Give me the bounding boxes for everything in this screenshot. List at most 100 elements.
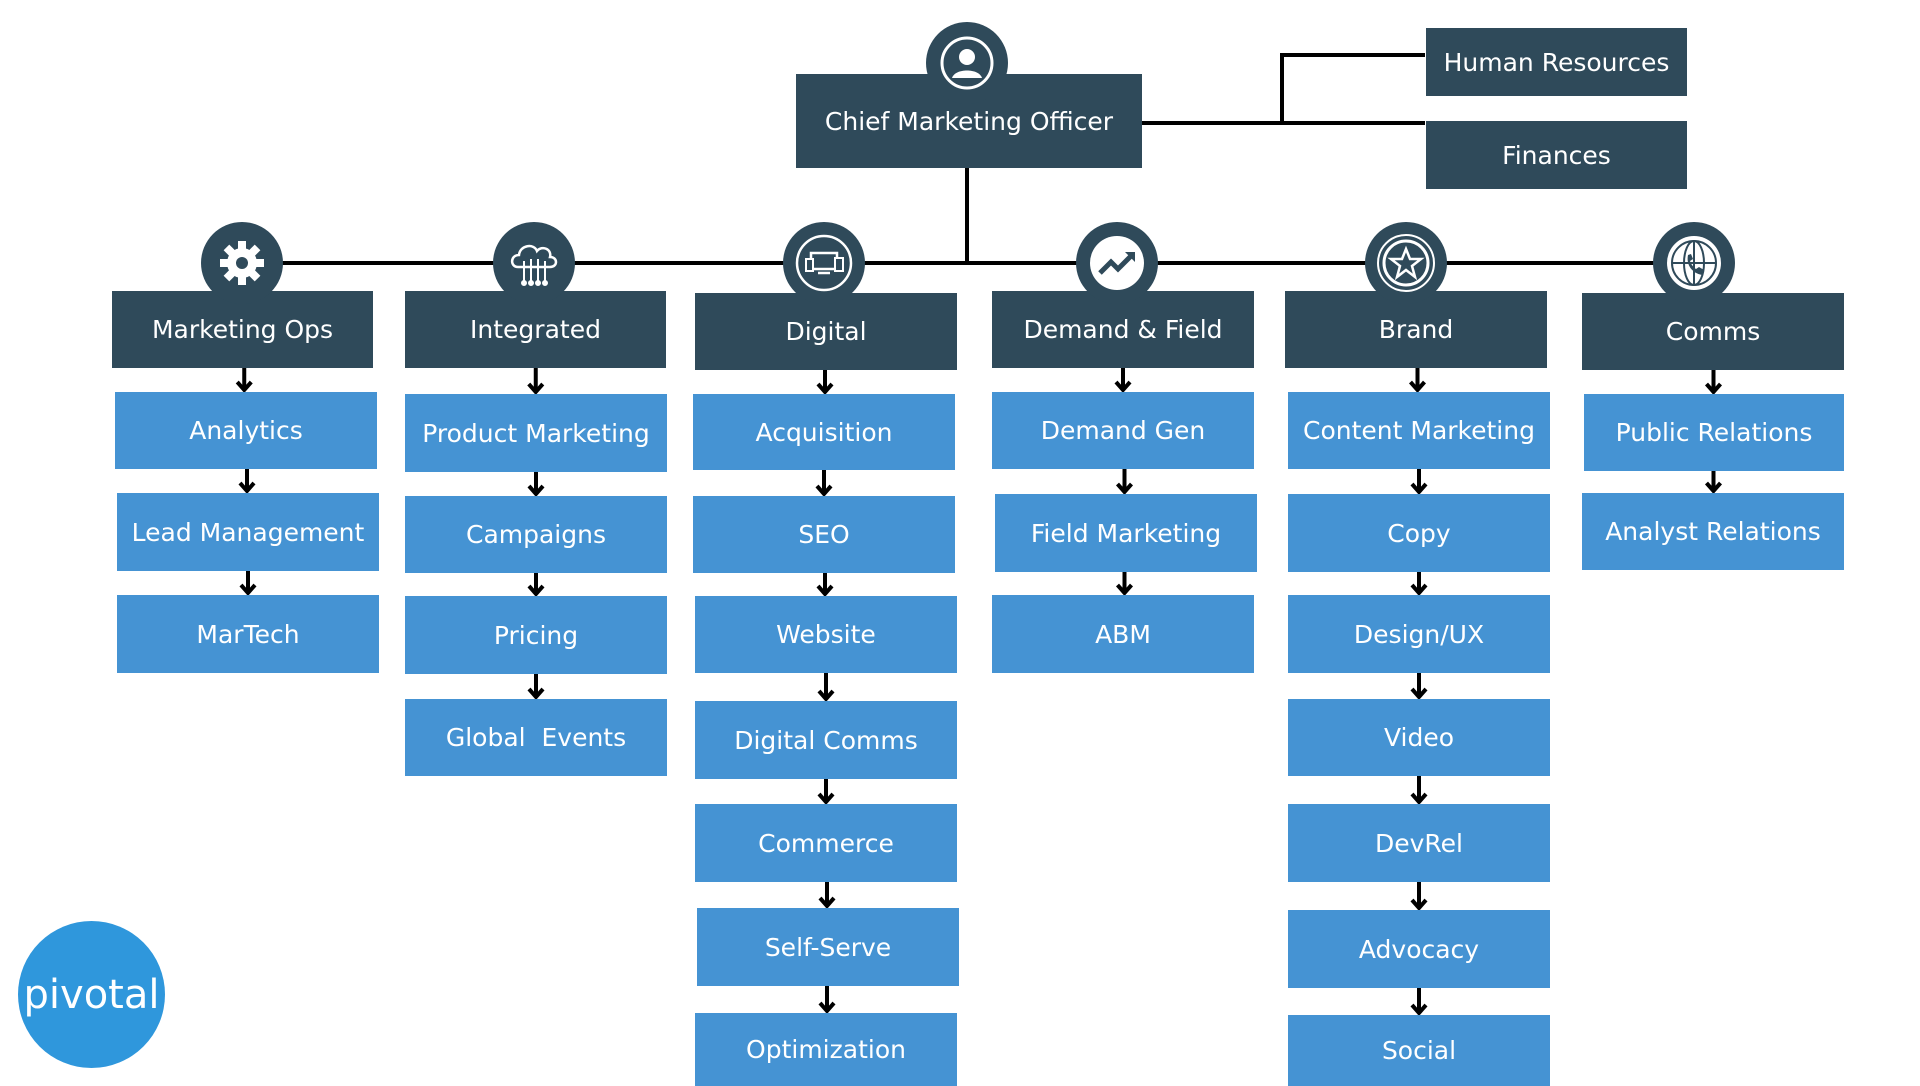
role-box[interactable]: Analytics bbox=[115, 392, 377, 469]
role-box[interactable]: SEO bbox=[693, 496, 955, 573]
role-label: Public Relations bbox=[1615, 418, 1813, 447]
role-label: Content Marketing bbox=[1303, 416, 1535, 445]
pivotal-logo: pivotal bbox=[18, 921, 165, 1068]
role-label: Global Events bbox=[445, 723, 627, 752]
dept-label: Demand & Field bbox=[1023, 315, 1223, 344]
role-label: Analyst Relations bbox=[1605, 517, 1821, 546]
globe-phone-icon bbox=[1667, 236, 1721, 290]
arrow-head bbox=[1410, 482, 1428, 496]
dept-icon-badge-brand bbox=[1365, 222, 1447, 304]
role-box[interactable]: Optimization bbox=[695, 1013, 957, 1086]
role-box[interactable]: Commerce bbox=[695, 804, 957, 882]
arrow-head bbox=[1408, 380, 1427, 394]
role-label: SEO bbox=[798, 520, 850, 549]
role-label: Acquisition bbox=[755, 417, 893, 447]
role-box[interactable]: Public Relations bbox=[1584, 394, 1844, 471]
role-label: Copy bbox=[1387, 518, 1451, 548]
role-label: Campaigns bbox=[465, 520, 606, 549]
arrow-head bbox=[527, 584, 545, 598]
arrow-head bbox=[1115, 583, 1134, 597]
dept-icon-badge-marketing-ops bbox=[201, 222, 283, 304]
arrow-head bbox=[1410, 687, 1428, 701]
dept-label: Brand bbox=[1378, 315, 1454, 344]
ceo-label: Chief Marketing Officer bbox=[824, 106, 1114, 136]
role-label: Social bbox=[1381, 1036, 1457, 1065]
arrow-head bbox=[1410, 898, 1428, 912]
arrow-head bbox=[818, 896, 836, 910]
arrow-head bbox=[818, 1001, 836, 1015]
side-label: Human Resources bbox=[1443, 47, 1670, 77]
role-label: Video bbox=[1383, 723, 1455, 752]
role-label: ABM bbox=[1095, 619, 1151, 649]
role-box[interactable]: ABM bbox=[992, 595, 1254, 673]
role-label: Analytics bbox=[189, 416, 303, 445]
role-label: Self-Serve bbox=[764, 932, 892, 962]
arrow-head bbox=[1114, 380, 1132, 394]
arrow-head bbox=[1115, 482, 1134, 496]
dept-icon-badge-comms bbox=[1653, 222, 1735, 304]
person-icon bbox=[940, 36, 994, 90]
dept-header-brand[interactable]: Brand bbox=[1285, 291, 1547, 368]
role-label: Product Marketing bbox=[422, 418, 650, 448]
role-label: Website bbox=[776, 620, 876, 649]
dept-label: Digital bbox=[785, 317, 867, 346]
role-box[interactable]: Design/UX bbox=[1288, 595, 1550, 673]
role-label: Field Marketing bbox=[1030, 518, 1222, 548]
arrow-head bbox=[527, 687, 545, 701]
role-box[interactable]: Global Events bbox=[405, 699, 667, 776]
role-label: Optimization bbox=[746, 1035, 906, 1064]
role-label: Advocacy bbox=[1358, 934, 1480, 964]
arrow-head bbox=[527, 382, 545, 396]
role-box[interactable]: Lead Management bbox=[117, 493, 379, 571]
dept-icon-badge-digital bbox=[783, 222, 865, 304]
arrow-head bbox=[1410, 1003, 1428, 1017]
role-box[interactable]: MarTech bbox=[117, 595, 379, 673]
arrow-head bbox=[527, 484, 545, 498]
role-box[interactable]: Copy bbox=[1288, 494, 1550, 572]
role-label: MarTech bbox=[196, 619, 300, 649]
cloud-circuit-icon bbox=[510, 244, 558, 286]
role-box[interactable]: Acquisition bbox=[693, 394, 955, 470]
role-box[interactable]: DevRel bbox=[1288, 804, 1550, 882]
role-box[interactable]: Website bbox=[695, 596, 957, 673]
gear-icon bbox=[220, 241, 264, 285]
role-box[interactable]: Social bbox=[1288, 1015, 1550, 1086]
role-box[interactable]: Self-Serve bbox=[697, 908, 959, 986]
role-label: Lead Management bbox=[131, 517, 365, 547]
ceo-icon-badge bbox=[926, 22, 1008, 104]
star-badge-icon bbox=[1377, 234, 1435, 292]
role-label: Pricing bbox=[493, 620, 579, 650]
role-box[interactable]: Video bbox=[1288, 699, 1550, 776]
role-box[interactable]: Field Marketing bbox=[995, 494, 1257, 572]
arrow-head bbox=[1704, 382, 1723, 396]
dept-label: Comms bbox=[1665, 317, 1761, 346]
side-box-human-resources[interactable]: Human Resources bbox=[1426, 28, 1687, 96]
arrow-head bbox=[1704, 481, 1723, 495]
dept-header-demand-field[interactable]: Demand & Field bbox=[992, 291, 1254, 368]
role-label: Demand Gen bbox=[1040, 416, 1206, 445]
role-box[interactable]: Campaigns bbox=[405, 496, 667, 573]
role-box[interactable]: Analyst Relations bbox=[1582, 493, 1844, 570]
dept-header-digital[interactable]: Digital bbox=[695, 293, 957, 370]
arrow-head bbox=[1410, 583, 1428, 597]
role-box[interactable]: Demand Gen bbox=[992, 392, 1254, 469]
arrow-head bbox=[235, 380, 253, 394]
dept-icon-badge-integrated bbox=[493, 222, 575, 304]
role-box[interactable]: Advocacy bbox=[1288, 910, 1550, 988]
role-box[interactable]: Product Marketing bbox=[405, 394, 667, 472]
arrow-head bbox=[1410, 792, 1428, 806]
trend-up-icon bbox=[1090, 236, 1144, 290]
role-box[interactable]: Content Marketing bbox=[1288, 392, 1550, 469]
side-box-finances[interactable]: Finances bbox=[1426, 121, 1687, 189]
role-label: Design/UX bbox=[1353, 619, 1485, 649]
role-label: DevRel bbox=[1374, 828, 1463, 858]
arrow-head bbox=[238, 481, 256, 495]
role-box[interactable]: Digital Comms bbox=[695, 701, 957, 779]
dept-header-integrated[interactable]: Integrated bbox=[405, 291, 666, 368]
dept-header-comms[interactable]: Comms bbox=[1582, 293, 1844, 370]
role-label: Digital Comms bbox=[734, 725, 918, 755]
arrow-head bbox=[239, 583, 257, 597]
role-box[interactable]: Pricing bbox=[405, 596, 667, 674]
dept-icon-badge-demand-field bbox=[1076, 222, 1158, 304]
